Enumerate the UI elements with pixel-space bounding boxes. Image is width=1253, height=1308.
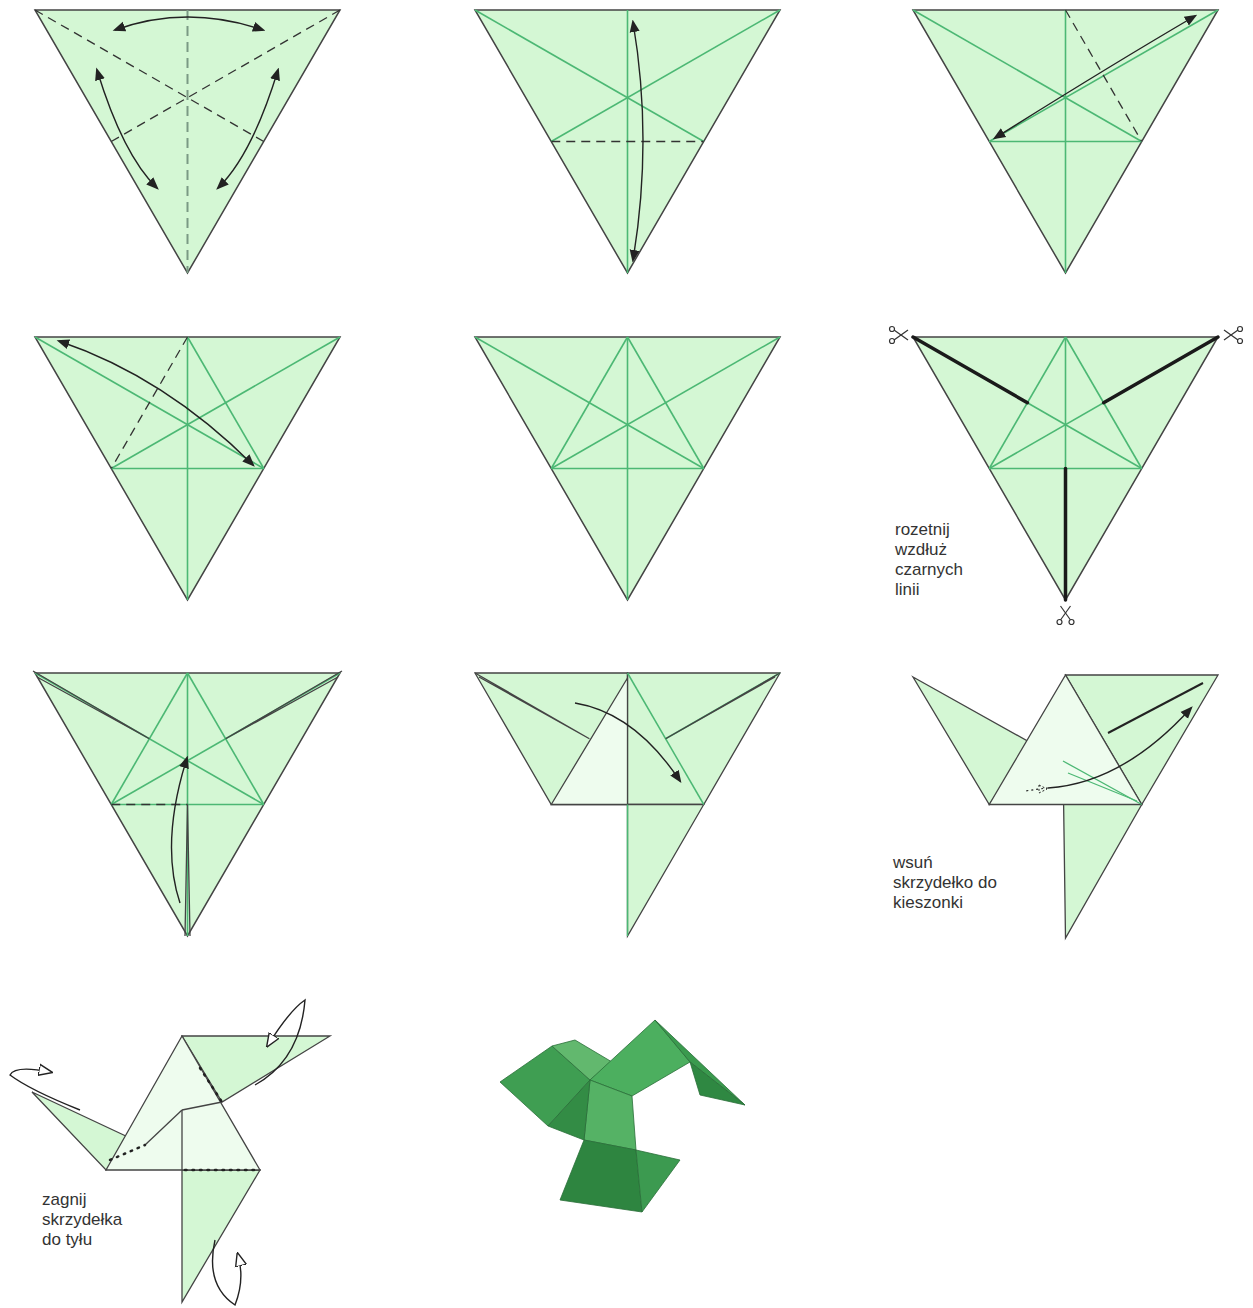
- instruction-note: zagnij skrzydełka do tyłu: [42, 1190, 137, 1250]
- instruction-note: wsuń skrzydełko do kieszonki: [893, 853, 1001, 913]
- instruction-note: rozetnij wzdłuż czarnych linii: [895, 520, 985, 600]
